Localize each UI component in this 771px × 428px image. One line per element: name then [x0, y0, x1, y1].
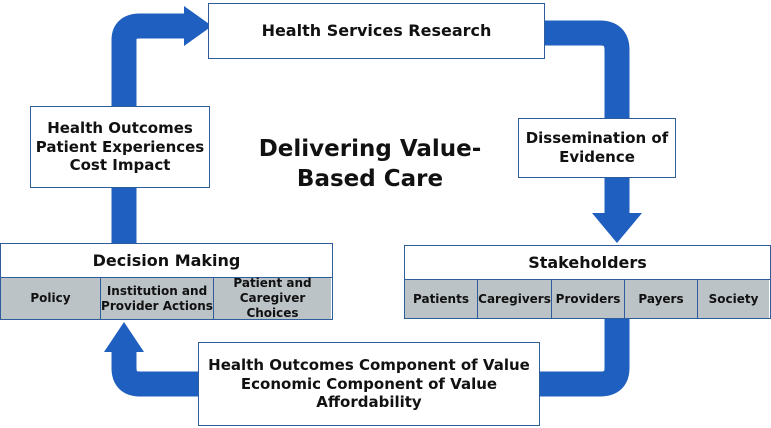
outcomes-line-1: Health Outcomes	[47, 118, 193, 137]
dissemination-line-1: Dissemination of	[525, 129, 669, 148]
decision-cell-institution-line-2: Provider Actions	[101, 298, 213, 313]
arrow-to-stakeholders-head	[592, 213, 642, 243]
diagram-title: Delivering Value- Based Care	[240, 135, 500, 195]
decision-cell-institution-line-1: Institution and	[106, 283, 208, 298]
title-line-1: Delivering Value-	[258, 136, 482, 162]
decision-cell-policy: Policy	[1, 278, 101, 319]
stakeholder-cell-payers: Payers	[625, 280, 698, 318]
decision-cell-patient-caregiver: Patient and Caregiver Choices	[214, 276, 331, 320]
decision-making-heading: Decision Making	[1, 244, 332, 278]
value-line-1: Health Outcomes Component of Value	[208, 355, 530, 374]
decision-making-group: Decision Making Policy Institution and P…	[0, 243, 333, 320]
stakeholder-cell-society: Society	[698, 280, 769, 318]
decision-cell-institution: Institution and Provider Actions	[101, 278, 214, 319]
decision-cell-patient-line-2: Caregiver Choices	[239, 291, 306, 320]
title-line-2: Based Care	[296, 165, 444, 192]
dissemination-line-2: Evidence	[559, 148, 635, 166]
decision-cell-patient-line-1: Patient and	[233, 276, 312, 290]
dissemination-box: Dissemination of Evidence	[518, 118, 676, 178]
value-line-3: Affordability	[316, 393, 422, 412]
decision-cell-policy-line-1: Policy	[30, 291, 71, 305]
stakeholder-cell-patients: Patients	[405, 280, 478, 318]
stakeholders-group: Stakeholders Patients Caregivers Provide…	[404, 245, 771, 319]
arrow-to-research-head	[184, 6, 212, 46]
stakeholders-heading: Stakeholders	[405, 246, 770, 280]
arrow-to-research	[111, 13, 186, 244]
health-services-research-label: Health Services Research	[261, 21, 492, 40]
outcomes-line-3: Cost Impact	[69, 156, 171, 175]
arrow-to-stakeholders	[545, 20, 630, 215]
value-line-2: Economic Component of Value	[240, 374, 498, 393]
arrow-to-decision-head	[104, 322, 144, 352]
arrow-to-value	[540, 318, 630, 397]
outcomes-line-2: Patient Experiences	[35, 137, 205, 156]
stakeholder-cell-providers: Providers	[552, 280, 625, 318]
arrow-to-decision	[111, 350, 200, 397]
health-services-research-box: Health Services Research	[208, 3, 545, 59]
outcomes-box: Health Outcomes Patient Experiences Cost…	[30, 106, 210, 188]
value-components-box: Health Outcomes Component of Value Econo…	[198, 342, 540, 426]
stakeholder-cell-caregivers: Caregivers	[478, 280, 552, 318]
